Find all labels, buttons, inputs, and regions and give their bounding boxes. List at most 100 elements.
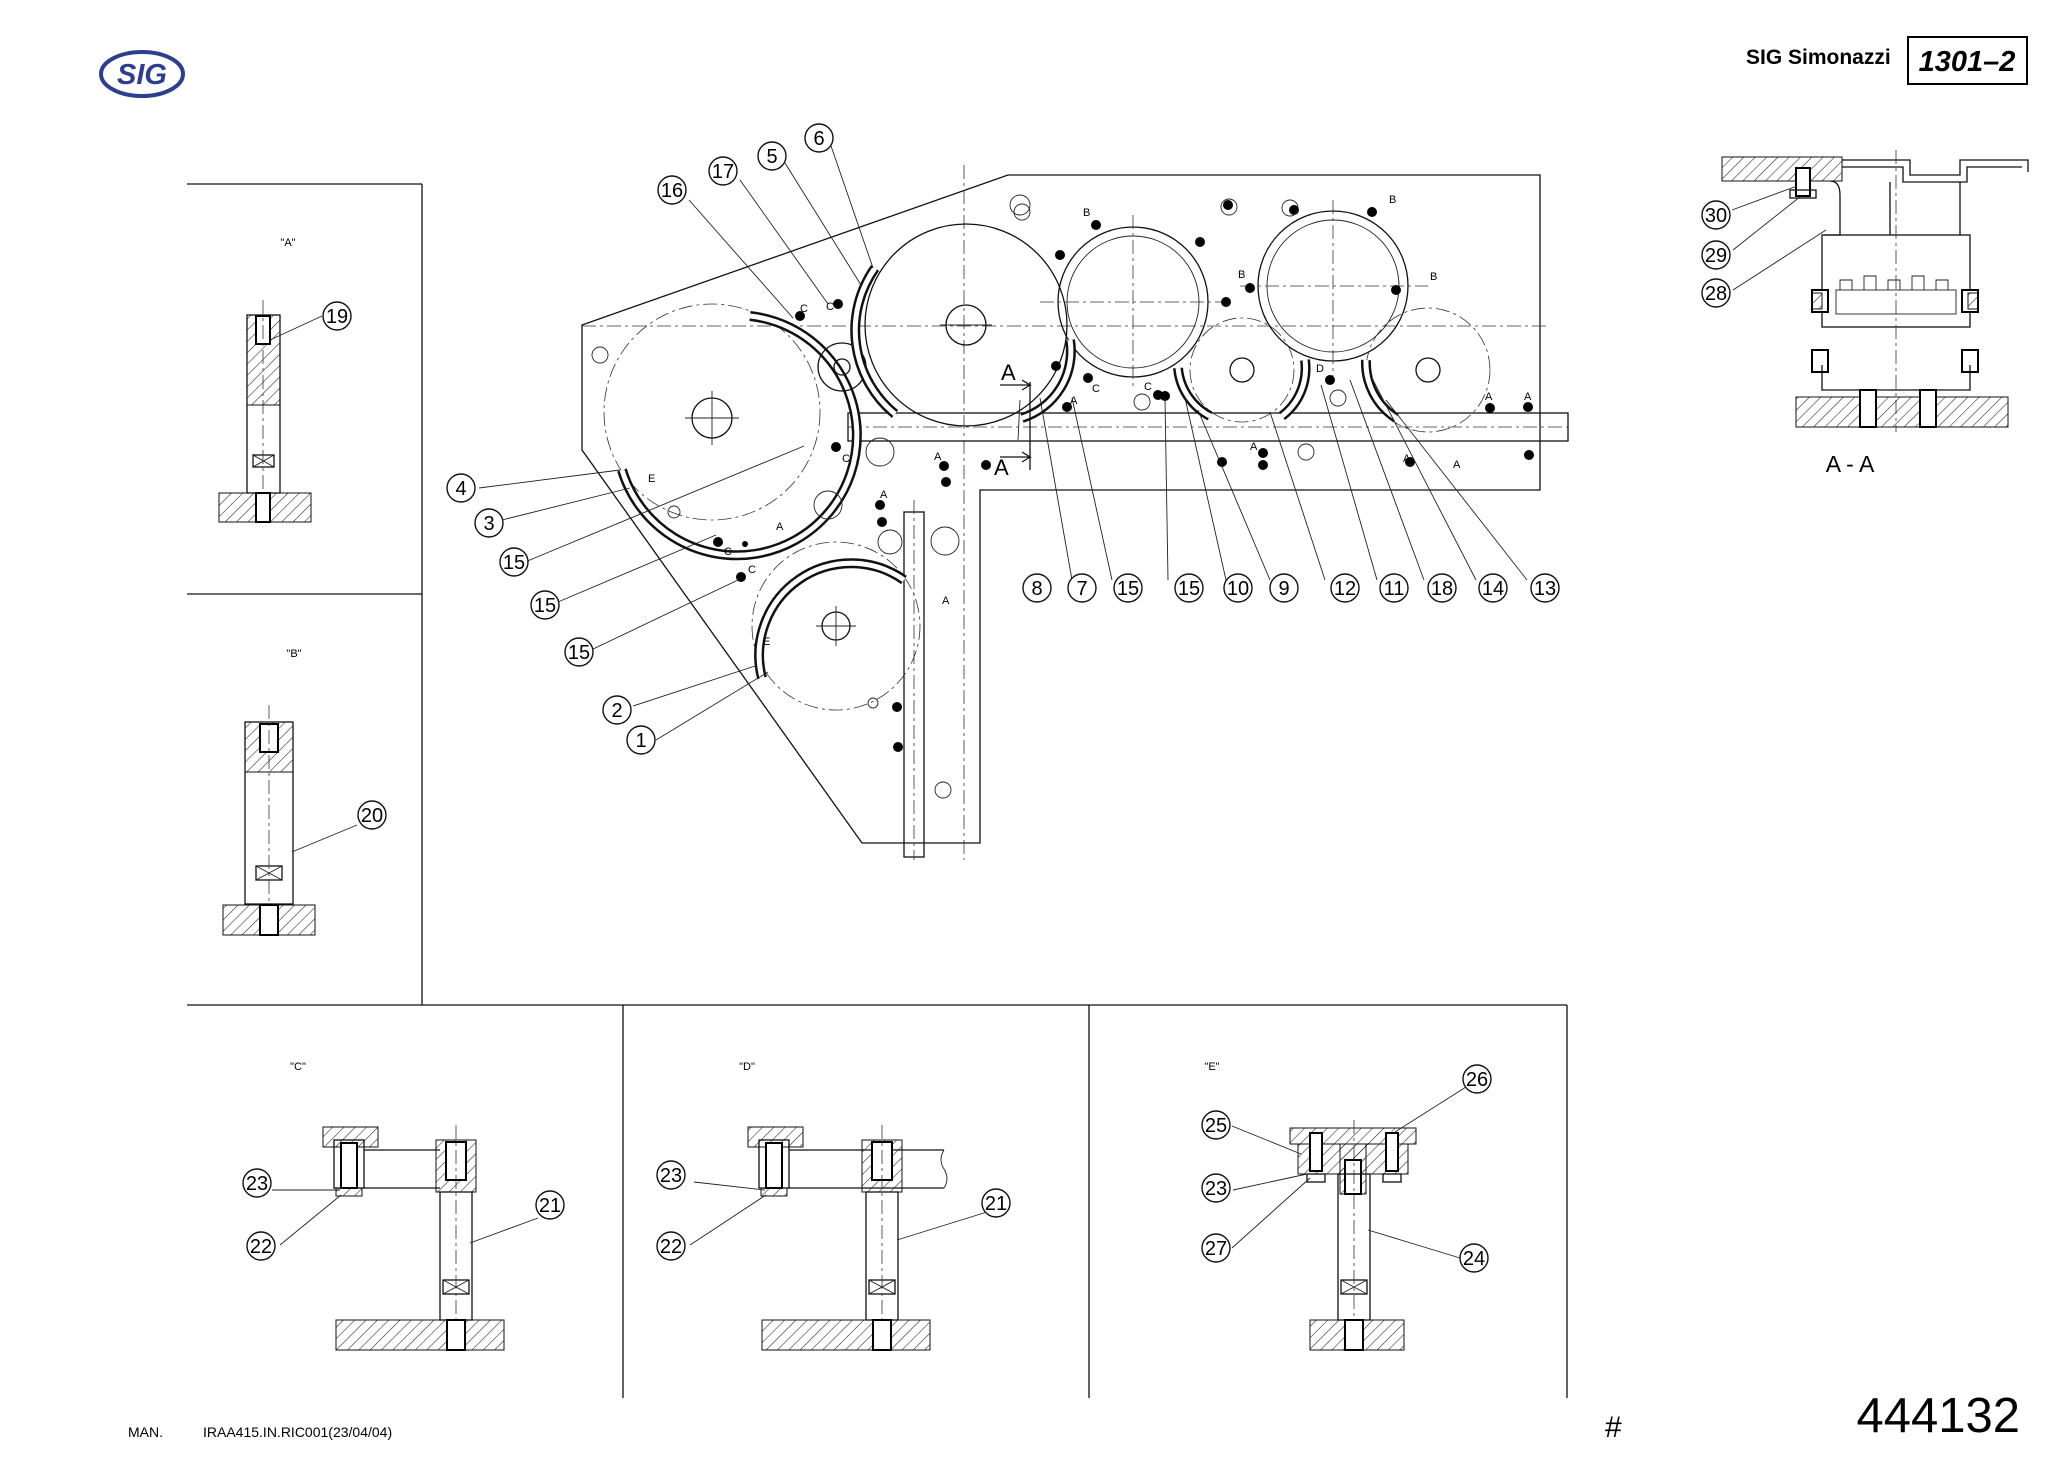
callout-number: 5 [766,146,777,168]
callout-number: 15 [503,552,525,574]
callout-number: 18 [1431,578,1453,600]
marker-c-7: C [1144,381,1152,393]
marker-b-3: B [1430,271,1437,283]
marker-a-6: A [1250,441,1258,453]
callout-number: 23 [246,1173,268,1195]
callout-22-2: 22 [656,1231,686,1261]
marker-c-5: C [748,564,756,576]
callout-13: 13 [1530,573,1560,603]
callout-22: 22 [246,1231,276,1261]
callout-15-4: 15 [1113,573,1143,603]
callout-number: 23 [660,1165,682,1187]
detail-view-a: "A" [218,237,323,525]
section-arrow-a-top: A [1001,360,1016,385]
callout-number: 21 [985,1193,1007,1215]
callout-15-2: 15 [530,590,560,620]
marker-c-1: C [826,301,834,313]
marker-b-2: B [1389,194,1396,206]
marker-b-1: B [1083,207,1090,219]
callout-number: 2 [611,700,622,722]
callout-number: 22 [250,1236,272,1258]
callout-15: 15 [499,547,529,577]
callout-30: 30 [1701,200,1731,230]
callout-16: 16 [657,175,687,205]
marker-a-1: A [776,521,784,533]
callout-11: 11 [1379,573,1409,603]
callout-3: 3 [474,508,504,538]
callout-25: 25 [1201,1110,1231,1140]
footer-doc-ref: IRAA415.IN.RIC001(23/04/04) [203,1424,392,1440]
marker-a-2: A [880,489,888,501]
marker-a-8: A [1485,391,1493,403]
callout-8: 8 [1022,573,1052,603]
detail-view-d: "D" [689,1061,988,1351]
marker-a-5: A [1070,395,1078,407]
callout-number: 15 [534,595,556,617]
marker-a-3: A [934,451,942,463]
callout-number: 10 [1227,578,1249,600]
view-c-label: "C" [290,1061,306,1073]
callout-number: 30 [1705,205,1727,227]
callout-27: 27 [1201,1233,1231,1263]
callout-number: 20 [361,805,383,827]
callout-number: 14 [1482,578,1504,600]
logo-text: SIG [117,59,167,91]
callout-26: 26 [1462,1064,1492,1094]
callout-number: 3 [483,513,494,535]
marker-c-2: C [800,303,808,315]
marker-a-7: A [1403,453,1411,465]
callout-number: 11 [1384,578,1405,600]
sig-logo: SIG [99,50,185,98]
callout-number: 23 [1205,1178,1227,1200]
callout-12: 12 [1330,573,1360,603]
marker-c-3: C [842,453,850,465]
callout-17: 17 [708,156,738,186]
marker-a-9: A [1524,391,1532,403]
callout-29: 29 [1701,240,1731,270]
callout-number: 15 [1117,578,1139,600]
callout-number: 24 [1463,1248,1485,1270]
callout-number: 12 [1334,578,1356,600]
view-b-label: "B" [286,648,301,660]
main-assembly: A A B B B B C C C C C C C D E E A A A A … [478,142,1569,860]
callout-18: 18 [1427,573,1457,603]
callout-7: 7 [1067,573,1097,603]
marker-a-10: A [1453,459,1461,471]
callout-number: 17 [712,161,734,183]
detail-view-b: "B" [222,648,358,936]
footer-hash: # [1605,1411,1622,1444]
callout-number: 21 [539,1195,561,1217]
callout-number: 22 [660,1236,682,1258]
callout-number: 15 [1178,578,1200,600]
callout-number: 8 [1031,578,1042,600]
callout-number: 7 [1076,578,1087,600]
marker-c-4: C [724,546,732,558]
callout-number: 25 [1205,1115,1227,1137]
callout-5: 5 [757,141,787,171]
callout-9: 9 [1269,573,1299,603]
callout-number: 1 [635,730,646,752]
view-e-label: "E" [1204,1061,1219,1073]
callout-1: 1 [626,725,656,755]
callout-21-2: 21 [981,1188,1011,1218]
callout-15-5: 15 [1174,573,1204,603]
detail-view-e: "E" [1204,1061,1467,1351]
callout-number: 19 [326,306,348,328]
detail-view-c: "C" [272,1061,539,1351]
callout-4: 4 [446,473,476,503]
callout-number: 4 [455,478,466,500]
brand-name: SIG Simonazzi [1746,46,1891,69]
callout-15-3: 15 [564,637,594,667]
marker-e-2: E [763,636,770,648]
callout-23-3: 23 [1201,1173,1231,1203]
callout-number: 13 [1534,578,1556,600]
view-frames [187,183,1568,1398]
callout-28: 28 [1701,278,1731,308]
callout-number: 15 [568,642,590,664]
callout-number: 29 [1705,245,1727,267]
footer-page-number: 444132 [1856,1389,2020,1443]
callout-number: 26 [1466,1069,1488,1091]
callout-number: 28 [1705,283,1727,305]
